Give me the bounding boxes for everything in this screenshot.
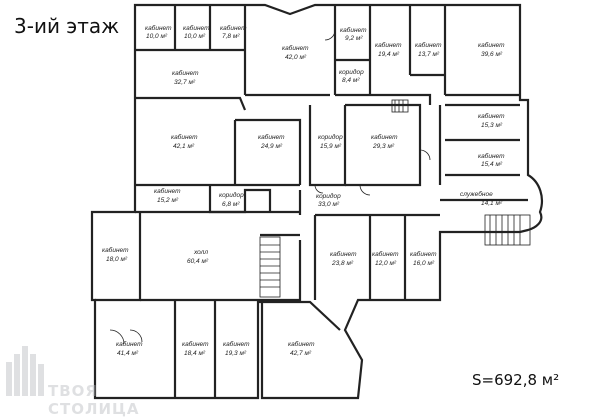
wall [173, 300, 217, 398]
room-r15-area: 15,3 м² [481, 122, 503, 129]
stairs [259, 99, 531, 298]
room-r19-area: 33,0 м² [318, 201, 340, 208]
room-r9-name: кабинет [415, 41, 442, 49]
room-r10-name: кабинет [478, 41, 505, 49]
room-r16-name: кабинет [478, 152, 505, 160]
room-r25-name: кабинет [410, 250, 437, 258]
total-area: S=692,8 м² [472, 371, 560, 389]
room-r24-area: 12,0 м² [375, 260, 397, 267]
room-r4-name: кабинет [172, 69, 199, 77]
room-r21-area: 18,0 м² [106, 256, 128, 263]
room-r18-area: 6,8 м² [222, 201, 240, 208]
wall [135, 96, 247, 111]
room-r6-area: 9,2 м² [345, 35, 363, 42]
room-r6-name: кабинет [340, 26, 367, 34]
room-r1-name: кабинет [145, 24, 172, 32]
floor-plan: кабинет 10,0 м² кабинет 10,0 м² кабинет … [90, 3, 544, 400]
wall [135, 190, 302, 215]
wall [140, 240, 302, 302]
room-r17-area: 15,2 м² [157, 197, 179, 204]
wall [345, 103, 422, 187]
room-r25-area: 16,0 м² [413, 260, 435, 267]
room-r2-name: кабинет [183, 24, 210, 32]
room-r7-name: коридор [339, 68, 364, 76]
room-r3-name: кабинет [220, 24, 247, 32]
room-r23-name: кабинет [330, 250, 357, 258]
room-r9-area: 13,7 м² [418, 51, 440, 58]
room-r28-area: 19,3 м² [225, 350, 247, 357]
room-r10-area: 39,6 м² [481, 51, 503, 58]
room-r11-area: 42,1 м² [173, 143, 195, 150]
room-r8-area: 19,4 м² [378, 51, 400, 58]
room-r15-name: кабинет [478, 112, 505, 120]
room-r21-name: кабинет [102, 246, 129, 254]
wall [335, 5, 447, 95]
room-r24-name: кабинет [372, 250, 399, 258]
watermark: ТВОЯ СТОЛИЦА [2, 340, 192, 418]
room-r11-name: кабинет [171, 133, 198, 141]
wall [135, 118, 302, 187]
room-r1-area: 10,0 м² [146, 33, 168, 40]
room-r16-area: 15,4 м² [481, 161, 503, 168]
room-r26-area: 41,4 м² [117, 350, 139, 357]
wall [262, 300, 341, 331]
room-r14-area: 29,3 м² [372, 143, 395, 150]
wall [308, 105, 347, 187]
wall [445, 103, 520, 177]
doors [109, 29, 431, 345]
room-r4-area: 32,7 м² [174, 79, 196, 86]
room-r13-name: коридор [318, 133, 343, 141]
room-r29-name: кабинет [288, 340, 315, 348]
room-r20-area: 14,1 м² [481, 200, 503, 207]
room-r3-area: 7,8 м² [222, 33, 240, 40]
outer-wall [90, 3, 544, 400]
room-r7-area: 8,4 м² [342, 77, 360, 84]
room-r23-area: 23,8 м² [331, 260, 354, 267]
watermark-logo-icon [6, 346, 44, 396]
room-r13-area: 15,9 м² [320, 143, 342, 150]
watermark-text: ТВОЯ СТОЛИЦА [48, 382, 140, 418]
wall [315, 213, 440, 300]
room-r29-area: 42,7 м² [290, 350, 312, 357]
room-r2-area: 10,0 м² [184, 33, 206, 40]
room-r28-name: кабинет [223, 340, 250, 348]
wall [245, 5, 337, 97]
room-r19-name: коридор [316, 192, 341, 200]
room-r27-area: 18,4 м² [184, 350, 206, 357]
room-labels: кабинет 10,0 м² кабинет 10,0 м² кабинет … [102, 24, 505, 357]
room-r12-area: 24,9 м² [260, 143, 283, 150]
room-r12-name: кабинет [258, 133, 285, 141]
room-r17-name: кабинет [154, 187, 181, 195]
room-r22-area: 60,4 м² [187, 258, 209, 265]
room-r5-name: кабинет [282, 44, 309, 52]
floor-title: 3-ий этаж [14, 14, 120, 38]
room-r14-name: кабинет [371, 133, 398, 141]
room-r26-name: кабинет [116, 340, 143, 348]
room-r5-area: 42,0 м² [285, 54, 307, 61]
wall [208, 185, 272, 214]
room-r18-name: коридор [219, 191, 244, 199]
wall [335, 93, 520, 105]
room-r22-name: холл [193, 249, 208, 256]
room-r20-name: служебное [460, 190, 493, 198]
room-r27-name: кабинет [182, 340, 209, 348]
wall [173, 5, 247, 95]
walls [90, 3, 544, 400]
room-r8-name: кабинет [375, 41, 402, 49]
